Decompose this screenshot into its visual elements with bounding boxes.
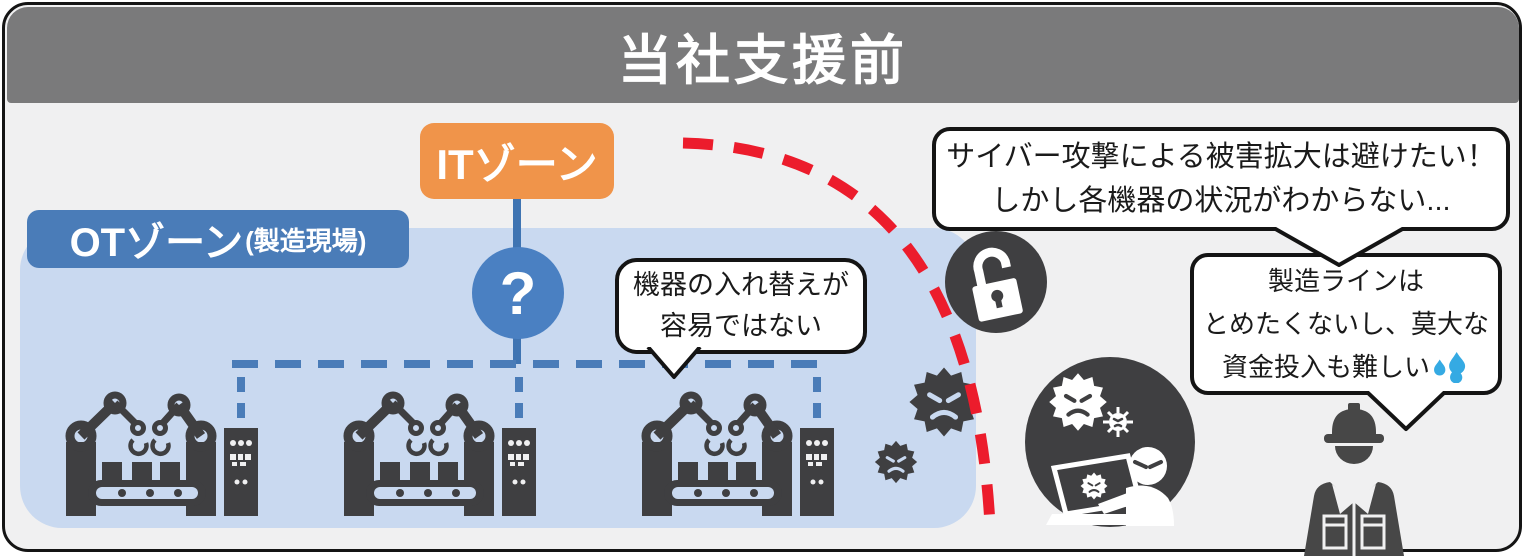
question-mark-icon: ? xyxy=(472,247,564,339)
bubble-line: 機器の入れ替えが xyxy=(633,270,849,300)
unlocked-padlock-icon xyxy=(945,231,1047,333)
virus-icon xyxy=(874,440,918,484)
bubble-line: 容易ではない xyxy=(660,311,822,341)
hacker-icon xyxy=(1025,357,1195,527)
ot-zone-label: OTゾーン (製造現場) xyxy=(27,210,409,268)
speech-bubble-equipment: 機器の入れ替えが 容易ではない xyxy=(615,258,867,354)
page-title: 当社支援前 xyxy=(618,30,908,91)
bubble-line: サイバー攻撃による被害拡大は避けたい！ xyxy=(946,141,1496,173)
worker-icon xyxy=(1304,403,1404,556)
bubble-line: とめたくないし、莫大な xyxy=(1202,308,1489,339)
speech-bubble-tail xyxy=(1271,227,1407,267)
virus-icon xyxy=(908,366,980,438)
ot-zone-sublabel-text: (製造現場) xyxy=(245,225,367,256)
speech-bubble-tail xyxy=(646,347,702,379)
bubble-line: 製造ラインは xyxy=(1267,265,1424,296)
factory-robot-icon xyxy=(58,388,258,518)
factory-robot-icon xyxy=(336,388,536,518)
speech-bubble-cyber-attack: サイバー攻撃による被害拡大は避けたい！ しかし各機器の状況がわからない... xyxy=(932,127,1510,231)
it-zone-label: ITゾーン xyxy=(420,123,614,199)
ot-zone-label-text: OTゾーン xyxy=(69,221,244,265)
factory-robot-icon xyxy=(634,388,834,518)
sweat-droplets-icon xyxy=(1434,351,1466,383)
header-band: 当社支援前 xyxy=(7,7,1519,103)
speech-bubble-tail xyxy=(1364,391,1448,431)
bubble-line: 資金投入も難しい xyxy=(1221,351,1430,382)
speech-bubble-cost: 製造ラインは とめたくないし、莫大な 資金投入も難しい xyxy=(1190,253,1502,395)
bubble-line: しかし各機器の状況がわからない... xyxy=(991,185,1451,217)
